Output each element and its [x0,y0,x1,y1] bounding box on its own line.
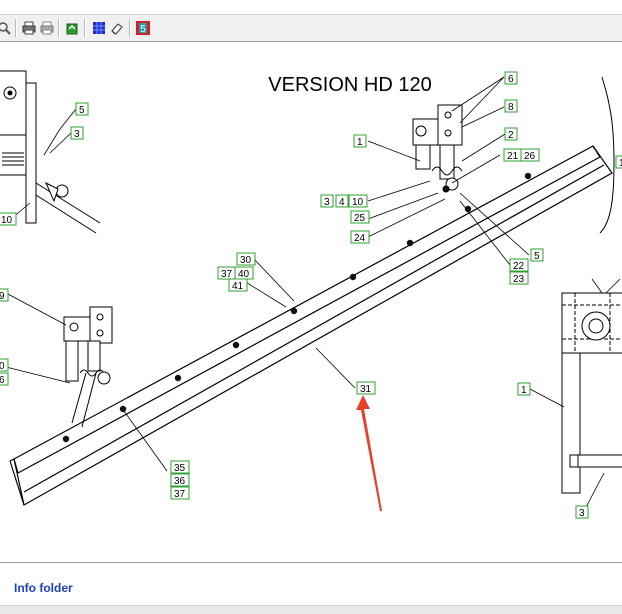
toolbar: 5 [0,15,622,42]
callout-number: 1 [619,158,622,169]
callout-8[interactable]: 8 [504,99,518,113]
svg-text:5: 5 [140,24,146,35]
callout-number: 23 [513,274,525,285]
callout-number: 2 [508,130,514,141]
drawing-viewer[interactable]: VERSION HD 120 [0,43,622,563]
callout-10[interactable]: 10 [0,212,17,226]
callout-31[interactable]: 31 [356,381,376,395]
callout-40[interactable]: 40 [234,266,254,280]
callout-number: 4 [339,197,345,208]
eraser-icon[interactable] [110,21,124,35]
callout-4[interactable]: 4 [335,194,349,208]
callout-number: 30 [240,255,252,266]
callout-number: 9 [0,291,5,302]
top-strip [0,0,622,15]
callout-number: 31 [360,384,372,395]
callout-number: 5 [79,105,85,116]
parts-drawing: VERSION HD 120 [0,70,622,519]
leader-lines [5,76,621,510]
callout-number: 21 [507,151,519,162]
callout-number: 36 [174,476,186,487]
callout-0[interactable]: 0 [0,358,9,372]
export-icon[interactable] [65,21,79,35]
callout-number: 40 [238,269,250,280]
callout-number: 8 [508,102,514,113]
toolbar-separator [129,19,131,37]
callout-22[interactable]: 22 [509,258,529,272]
callout-23[interactable]: 23 [509,271,529,285]
toolbar-separator [84,19,86,37]
callout-1[interactable]: 1 [353,134,367,148]
callout-9[interactable]: 9 [0,288,9,302]
drawing-title: VERSION HD 120 [268,74,431,96]
callout-37[interactable]: 37 [217,266,237,280]
callout-2[interactable]: 2 [504,127,518,141]
callout-21[interactable]: 21 [503,148,523,162]
callout-36[interactable]: 36 [170,473,190,487]
callout-number: 22 [513,261,525,272]
callout-number: 5 [534,251,540,262]
callout-number: 10 [1,215,13,226]
blade-bolts [62,172,532,443]
side-view [561,292,622,494]
callout-5[interactable]: 5 [530,248,544,262]
callout-3[interactable]: 3 [70,126,84,140]
callout-5[interactable]: 5 [75,102,89,116]
callout-24[interactable]: 24 [350,230,370,244]
callout-number: 10 [352,197,364,208]
callout-number: 24 [354,233,366,244]
callout-25[interactable]: 25 [350,210,370,224]
callout-3[interactable]: 3 [320,194,334,208]
callout-number: 3 [74,129,80,140]
zoom-icon[interactable] [0,21,11,35]
print-icon[interactable] [22,21,36,35]
toolbar-separator [58,19,60,37]
callout-number: 25 [354,213,366,224]
info-folder-link[interactable]: Info folder [14,581,73,595]
callout-37[interactable]: 37 [170,486,190,500]
callout-number: 0 [0,361,5,372]
upper-bracket [412,104,463,193]
callout-number: 35 [174,463,186,474]
help-icon[interactable]: 5 [136,21,150,35]
callout-10[interactable]: 10 [348,194,368,208]
callout-26[interactable]: 26 [520,148,540,162]
blade [9,145,613,506]
info-panel: Info folder [0,563,622,614]
callout-6[interactable]: 6 [504,71,518,85]
callout-number: 6 [0,375,5,386]
print-preview-icon[interactable] [40,21,54,35]
callout-3[interactable]: 3 [575,505,589,519]
brace [599,76,615,234]
callout-number: 3 [579,508,585,519]
callout-number: 1 [357,137,363,148]
callout-1[interactable]: 1 [517,382,531,396]
callout-number: 37 [174,489,186,500]
callout-number: 6 [508,74,514,85]
callout-35[interactable]: 35 [170,460,190,474]
callout-number: 3 [324,197,330,208]
red-arrow [356,395,382,511]
lower-bracket [63,306,113,428]
callout-1[interactable]: 1 [615,155,622,169]
top-left-detail [0,70,101,234]
callout-41[interactable]: 41 [228,278,248,292]
callout-number: 41 [232,281,244,292]
callout-6[interactable]: 6 [0,372,9,386]
callout-number: 37 [221,269,233,280]
toolbar-separator [15,19,17,37]
status-bar [0,605,622,614]
callout-number: 1 [521,385,527,396]
callout-30[interactable]: 30 [236,252,256,266]
callout-number: 26 [524,151,536,162]
grid-icon[interactable] [92,21,106,35]
